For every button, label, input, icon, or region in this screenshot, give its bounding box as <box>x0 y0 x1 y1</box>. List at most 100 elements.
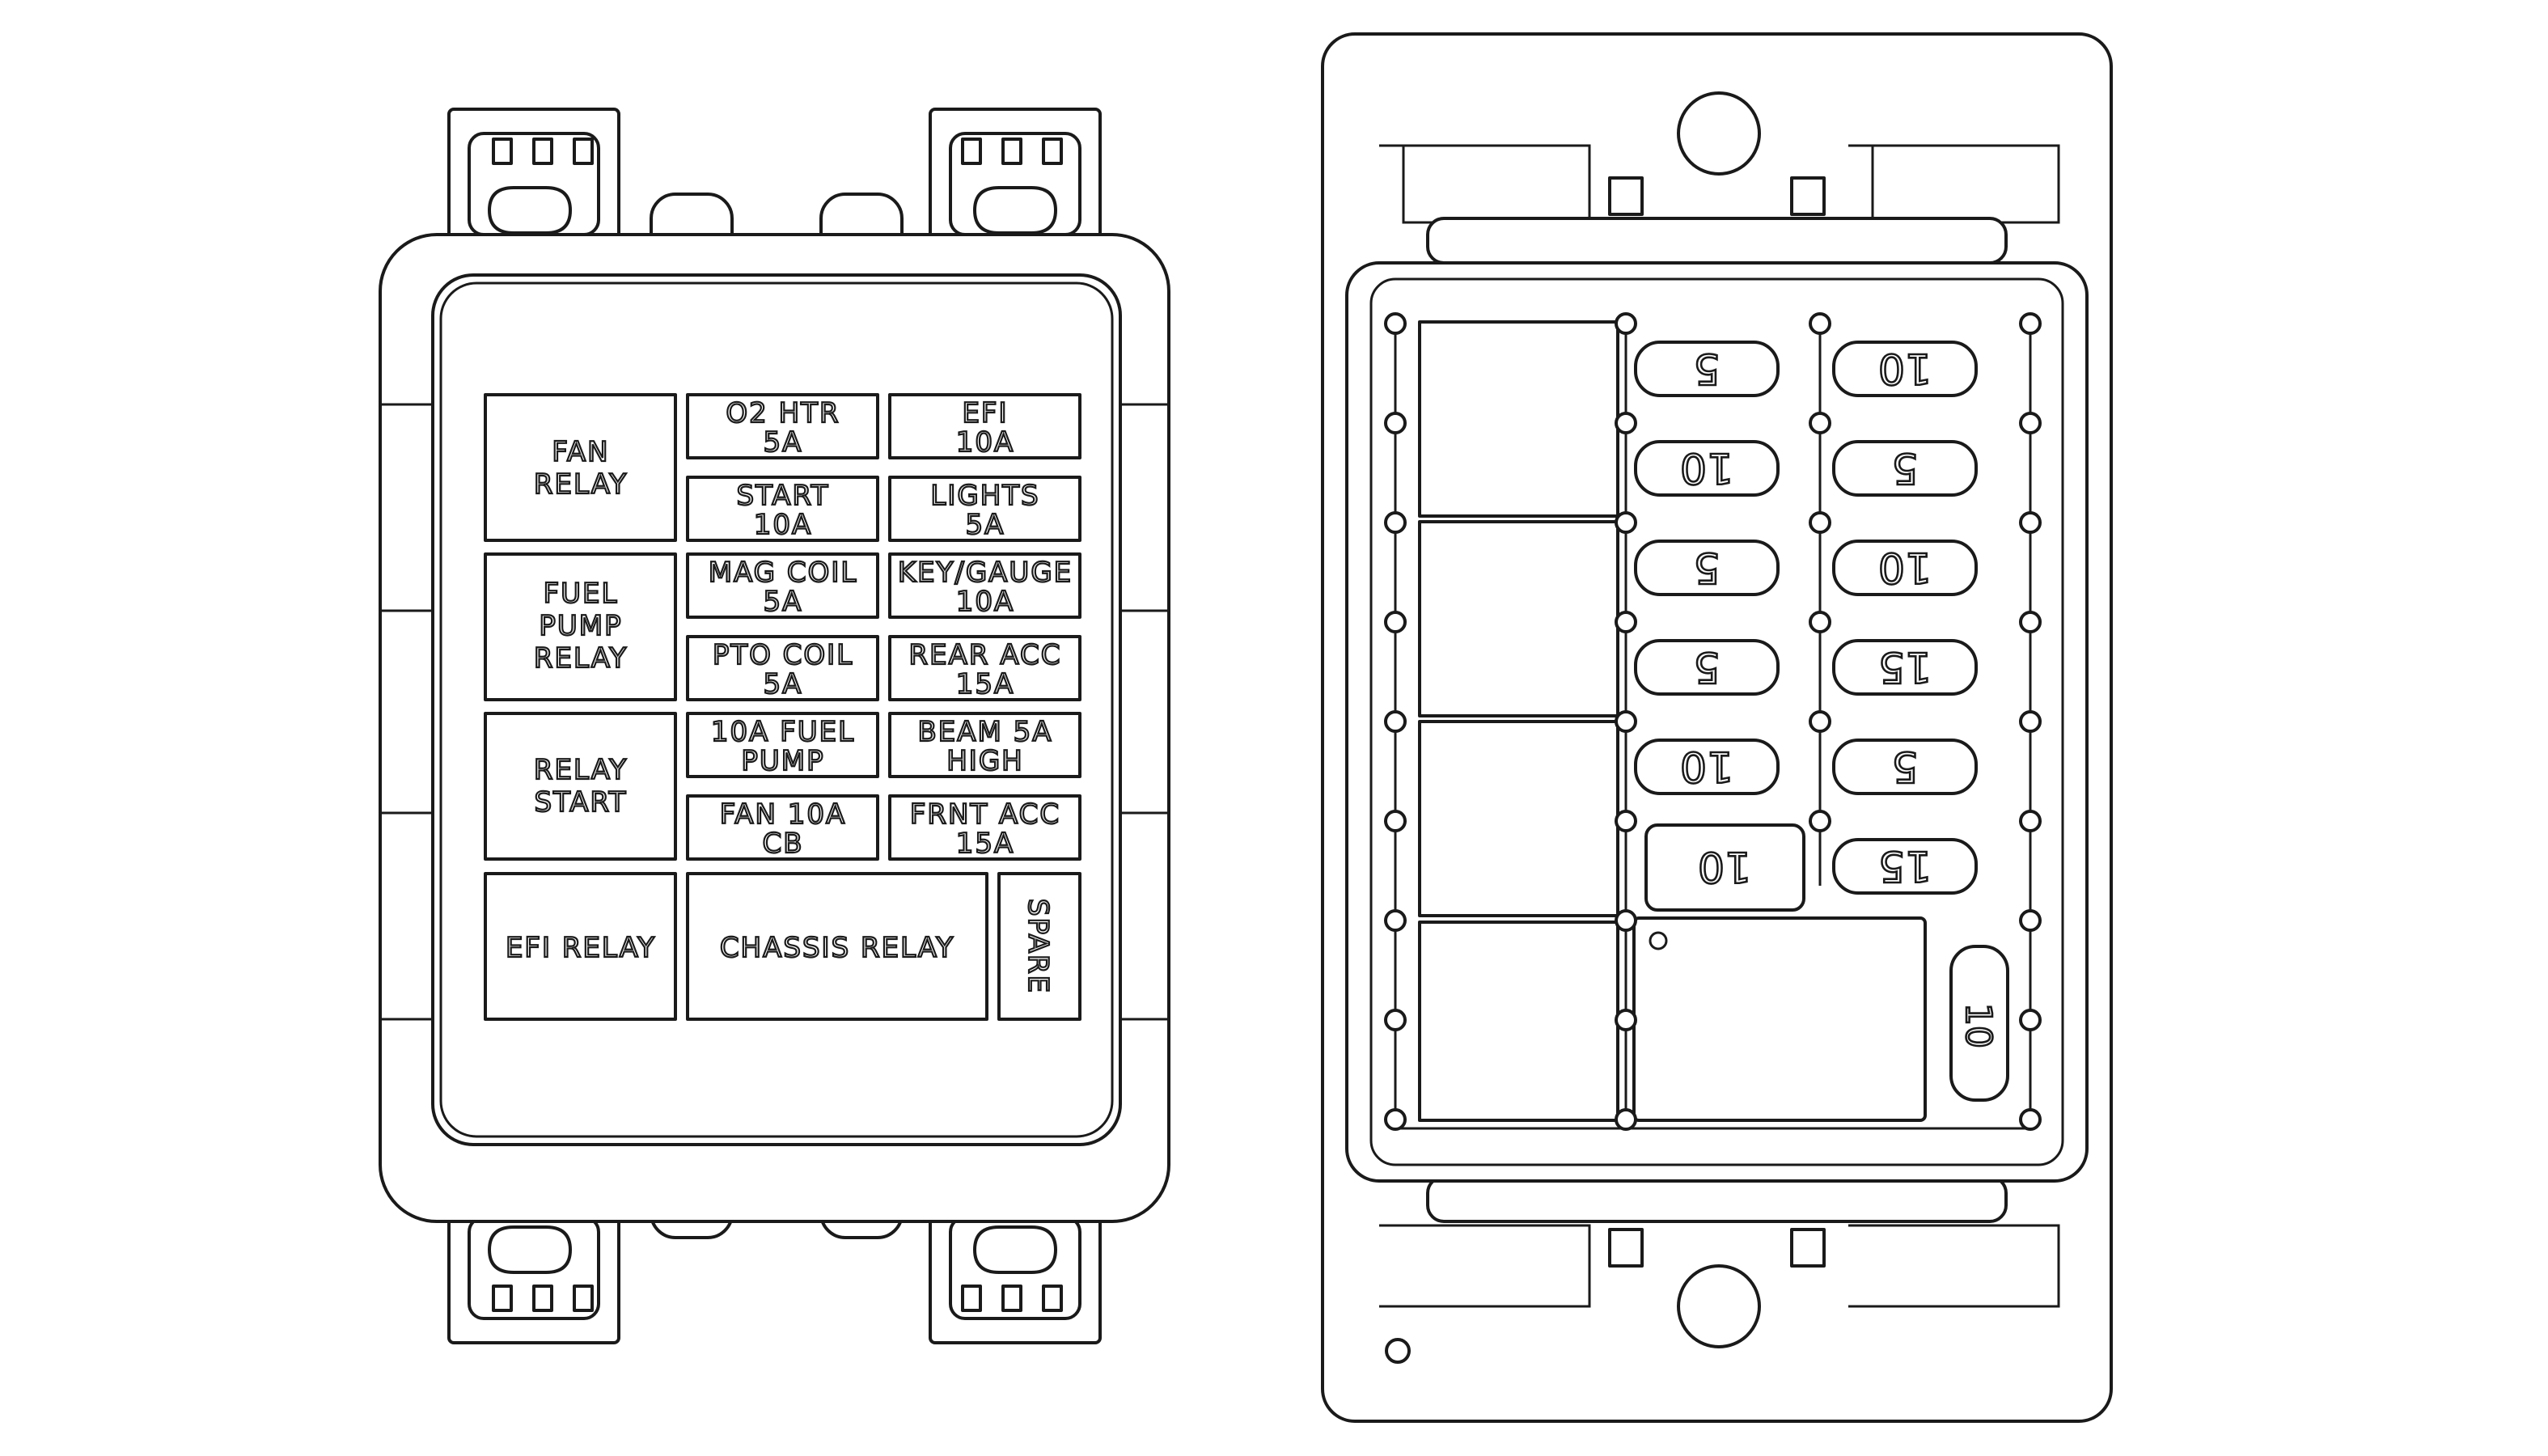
cell-lights-fuse-line-2: 5A <box>966 509 1005 541</box>
rail-peg <box>1384 1009 1407 1031</box>
blade-fuse-body <box>1832 540 1978 596</box>
rail-peg <box>1384 710 1407 733</box>
cell-fan-cb: FAN 10A CB <box>686 794 879 861</box>
cell-relay-start: RELAY START <box>484 712 677 861</box>
fuse-box-base: 10 10 <box>1321 32 2113 1423</box>
small-fuse <box>1949 945 2009 1102</box>
cell-key-gauge-line-1: KEY/GAUGE <box>898 557 1073 589</box>
blade-fuse[interactable]: 10 <box>1634 739 1780 795</box>
blade-fuse-body <box>1832 341 1978 397</box>
rail-peg <box>1384 909 1407 932</box>
blade-fuse[interactable]: 15 <box>1832 838 1978 895</box>
blade-fuse-body <box>1832 838 1978 895</box>
blade-fuse[interactable]: 10 <box>1832 341 1978 397</box>
cell-spare-line-1: SPARE <box>1022 899 1054 994</box>
blade-fuse[interactable]: 5 <box>1832 739 1978 795</box>
top-mount-hole <box>1677 91 1761 176</box>
rail-peg <box>2019 511 2042 534</box>
rail-peg <box>1809 511 1831 534</box>
cell-pto-coil: PTO COIL 5A <box>686 635 879 701</box>
rail-peg <box>1615 312 1637 335</box>
blade-fuse-rating: 10 <box>1680 742 1733 790</box>
cell-chassis-relay: CHASSIS RELAY <box>686 872 988 1021</box>
cell-fuel-pump-relay-line-2: PUMP <box>539 610 622 642</box>
cover-bottom-right-clip <box>929 1204 1102 1344</box>
blade-fuse-body <box>1634 540 1780 596</box>
cell-relay-start-line-2: START <box>535 786 628 819</box>
blade-fuse-body <box>1832 739 1978 795</box>
blade-fuse-body <box>1634 341 1780 397</box>
blade-fuse[interactable]: 10 <box>1634 440 1780 497</box>
blade-fuse-rating: 15 <box>1878 841 1932 890</box>
rail-peg <box>1615 1009 1637 1031</box>
cover-label-grid: FAN RELAY O2 HTR 5A EFI 10A START 10A LI… <box>484 393 1081 1021</box>
top-tab <box>1790 176 1826 216</box>
blade-fuse[interactable]: 5 <box>1634 540 1780 596</box>
cell-key-gauge-line-2: 10A <box>956 586 1015 618</box>
rail-peg <box>2019 1009 2042 1031</box>
cell-fuel-pump-relay-line-1: FUEL <box>544 578 619 610</box>
cell-efi-fuse-line-2: 10A <box>956 426 1015 459</box>
cell-lights-fuse: LIGHTS 5A <box>888 476 1081 542</box>
cell-o2-htr: O2 HTR 5A <box>686 393 879 459</box>
cover-top-left-clip <box>447 108 620 248</box>
cell-start-fuse-line-2: 10A <box>754 509 813 541</box>
cell-fuel-pump-fuse: 10A FUEL PUMP <box>686 712 879 778</box>
cell-mag-coil: MAG COIL 5A <box>686 552 879 619</box>
cell-efi-relay: EFI RELAY <box>484 872 677 1021</box>
cell-beam-high-line-1: BEAM 5A <box>917 716 1052 748</box>
cell-start-fuse: START 10A <box>686 476 879 542</box>
circuit-breaker-rating: 10 <box>1698 842 1751 891</box>
cell-mag-coil-line-2: 5A <box>764 586 803 618</box>
cell-mag-coil-line-1: MAG COIL <box>709 557 858 589</box>
cell-efi-fuse: EFI 10A <box>888 393 1081 459</box>
rail-peg <box>1809 611 1831 633</box>
cell-efi-relay-line-1: EFI RELAY <box>506 932 656 964</box>
blade-fuse[interactable]: 15 <box>1832 639 1978 696</box>
cell-lights-fuse-line-1: LIGHTS <box>930 480 1039 512</box>
rail-peg <box>1615 710 1637 733</box>
rail-peg <box>1615 810 1637 832</box>
cell-beam-high-line-2: HIGH <box>946 745 1024 777</box>
blade-fuse[interactable]: 5 <box>1634 639 1780 696</box>
rail-peg <box>1384 412 1407 434</box>
cell-o2-htr-line-1: O2 HTR <box>726 397 840 430</box>
rail-peg <box>1615 511 1637 534</box>
blade-fuse-rating: 10 <box>1878 543 1932 591</box>
blade-fuse-body <box>1832 639 1978 696</box>
cell-fan-cb-line-2: CB <box>762 827 803 860</box>
rail-peg <box>2019 909 2042 932</box>
blade-fuse[interactable]: 5 <box>1634 341 1780 397</box>
rail-peg <box>1615 1108 1637 1131</box>
rail-peg <box>1615 909 1637 932</box>
blade-fuse-body <box>1634 739 1780 795</box>
blade-fuse-rating: 5 <box>1693 344 1720 392</box>
cell-fuel-pump-relay-line-3: RELAY <box>534 642 628 675</box>
rail-peg <box>2019 412 2042 434</box>
rail-peg <box>2019 611 2042 633</box>
blade-fuse[interactable]: 5 <box>1832 440 1978 497</box>
blade-fuse-rating: 5 <box>1891 742 1918 790</box>
circuit-breaker <box>1644 823 1805 912</box>
rail-peg <box>1615 611 1637 633</box>
relay-block-4 <box>1418 921 1619 1122</box>
cell-beam-high: BEAM 5A HIGH <box>888 712 1081 778</box>
bottom-rail <box>1426 1175 2008 1223</box>
cell-fuel-pump-fuse-line-2: PUMP <box>741 745 824 777</box>
cover-top-right-clip <box>929 108 1102 248</box>
cell-fuel-pump-fuse-line-1: 10A FUEL <box>711 716 855 748</box>
blade-fuse-body <box>1832 440 1978 497</box>
relay-block-3 <box>1418 720 1619 917</box>
cover-bottom-left-clip <box>447 1204 620 1344</box>
top-tab <box>1608 176 1644 216</box>
blade-fuse[interactable]: 10 <box>1832 540 1978 596</box>
cell-frnt-acc: FRNT ACC 15A <box>888 794 1081 861</box>
top-rail <box>1426 217 2008 265</box>
relay-block-2 <box>1418 520 1619 717</box>
blade-fuse-rating: 5 <box>1891 443 1918 492</box>
blade-fuse-rating: 10 <box>1878 344 1932 392</box>
bottom-mount-hole <box>1677 1264 1761 1348</box>
cell-chassis-relay-line-1: CHASSIS RELAY <box>720 932 954 964</box>
